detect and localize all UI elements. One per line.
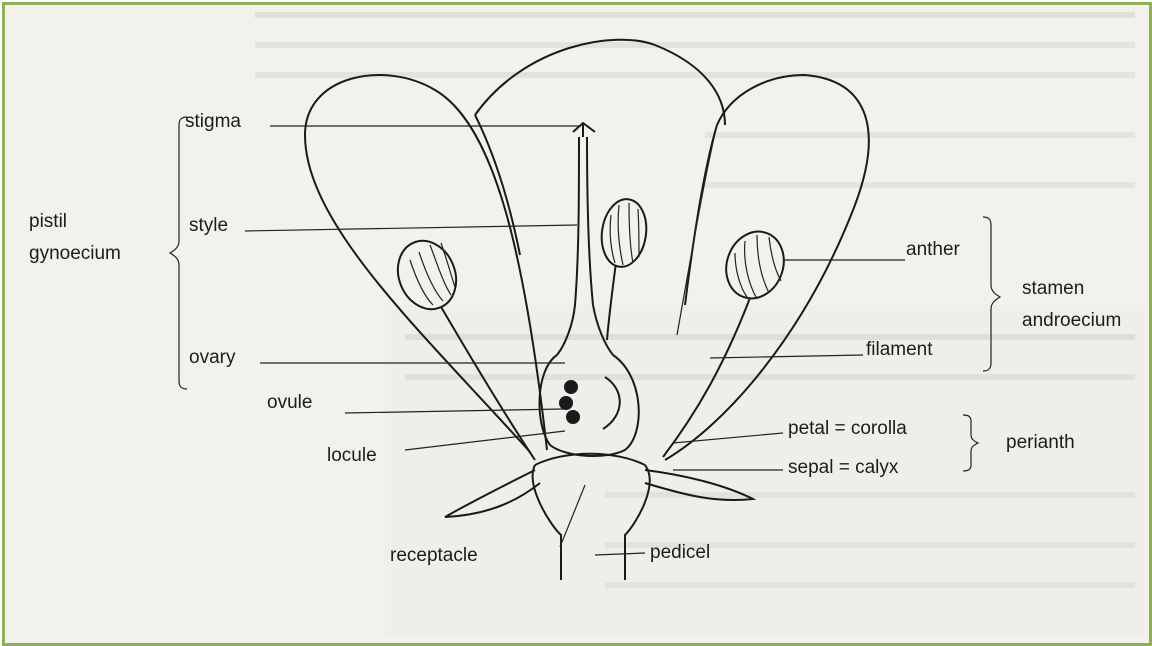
label-anther: anther (906, 239, 961, 260)
gynoecium-bracket (170, 117, 187, 389)
label-locule: locule (327, 445, 377, 466)
label-pistil: pistil (29, 211, 67, 232)
label-stamen: stamen (1022, 278, 1084, 299)
label-pedicel: pedicel (650, 542, 710, 563)
right-petal-inner (677, 125, 717, 335)
label-filament: filament (866, 339, 933, 360)
label-petal: petal = corolla (788, 418, 907, 439)
stigma-tip (573, 123, 595, 137)
label-androecium: androecium (1022, 310, 1121, 331)
label-gynoecium: gynoecium (29, 243, 121, 264)
label-receptacle: receptacle (390, 545, 478, 566)
center-petal (475, 40, 725, 125)
label-style: style (189, 215, 228, 236)
flower-diagram: stigma style pistil gynoecium ovary ovul… (5, 5, 1149, 643)
label-sepal: sepal = calyx (788, 457, 899, 478)
label-perianth: perianth (1006, 432, 1075, 453)
anther-center (597, 196, 650, 269)
label-ovule: ovule (267, 392, 312, 413)
anther-right (717, 223, 793, 306)
label-ovary: ovary (189, 347, 236, 368)
label-stigma: stigma (185, 111, 241, 132)
